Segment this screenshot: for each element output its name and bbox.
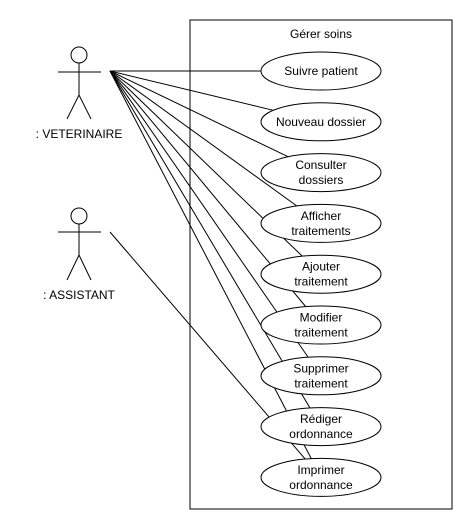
use-case-ellipse [260, 305, 382, 345]
association-veterinaire-rediger-ordonnance [109, 70, 311, 409]
actor-assistant-leg-left [66, 254, 80, 281]
actor-assistant-label: : ASSISTANT [43, 288, 115, 302]
use-case-ellipse [260, 153, 382, 193]
association-veterinaire-imprimer-ordonnance [109, 70, 312, 459]
system-title: Gérer soins [290, 27, 352, 41]
use-case-ellipse [260, 102, 382, 142]
use-case-label: Imprimer [297, 463, 344, 477]
actor-assistant[interactable] [58, 207, 101, 281]
use-case-label: Modifier [300, 311, 343, 325]
use-case-label: traitement [294, 376, 348, 390]
use-case-label: Ajouter [302, 260, 340, 274]
association-veterinaire-supprimer-traitement [109, 70, 309, 358]
use-case-ellipse [260, 356, 382, 396]
use-case-ellipse [260, 254, 382, 294]
association-veterinaire-consulter-dossiers [109, 70, 289, 158]
actor-veterinaire-label: : VETERINAIRE [36, 127, 123, 141]
use-case-label: ordonnance [289, 478, 353, 492]
actor-assistant-leg-right [78, 254, 92, 281]
actor-veterinaire-leg-left [66, 94, 80, 120]
association-veterinaire-afficher-traitements [109, 70, 298, 207]
use-case-label: Suivre patient [284, 64, 358, 78]
actor-veterinaire-leg-right [78, 94, 92, 120]
use-case-label: traitements [291, 224, 350, 238]
use-case-label: Consulter [295, 158, 346, 172]
use-case-ellipse [260, 51, 382, 91]
use-case-label: dossiers [299, 173, 344, 187]
use-case-label: Afficher [301, 209, 341, 223]
actor-veterinaire[interactable] [58, 46, 101, 120]
use-case-label: Nouveau dossier [276, 115, 366, 129]
use-case-ellipse [260, 457, 382, 497]
use-case-suivre-patient[interactable]: Suivre patient [260, 51, 382, 91]
actor-veterinaire-head [70, 46, 88, 64]
use-case-label: ordonnance [289, 427, 353, 441]
use-case-label: traitement [294, 275, 348, 289]
use-case-label: Rédiger [300, 412, 342, 426]
use-case-nouveau-dossier[interactable]: Nouveau dossier [260, 102, 382, 142]
use-case-label: traitement [294, 326, 348, 340]
association-veterinaire-nouveau-dossier [109, 70, 274, 111]
use-case-ellipse [260, 203, 382, 243]
use-case-label: Supprimer [293, 361, 348, 375]
actor-assistant-head [70, 207, 88, 225]
system-boundary [189, 19, 453, 510]
use-case-ellipse [260, 407, 382, 447]
